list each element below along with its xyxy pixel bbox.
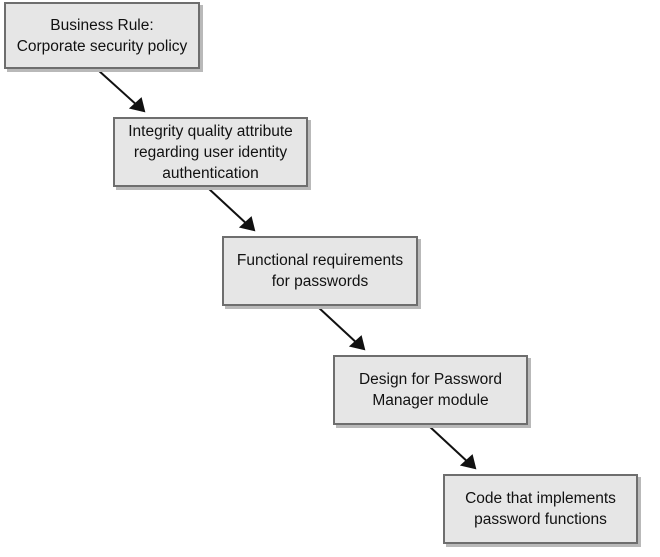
box-line: Manager module (372, 392, 489, 409)
box-line: Functional requirements (236, 252, 404, 269)
integrity-attribute-box: Integrity quality attribute regarding us… (113, 117, 308, 187)
box-line: for passwords (271, 273, 369, 290)
box-line: Business Rule: (50, 16, 154, 34)
business-rule-box: Business Rule: Corporate security policy (4, 2, 200, 69)
connector-arrow (97, 69, 146, 113)
box-line: Design for Password (358, 371, 502, 388)
design-box: Design for Password Manager module (333, 355, 528, 425)
functional-requirements-box: Functional requirements for passwords (222, 236, 418, 306)
box-line: Corporate security policy (16, 37, 188, 55)
box-line: password functions (474, 511, 607, 528)
box-line: authentication (162, 164, 259, 182)
connector-arrow (317, 306, 366, 351)
box-line: regarding user identity (133, 143, 288, 161)
connector-arrow (207, 187, 256, 232)
code-box: Code that implements password functions (443, 474, 638, 544)
box-line: Code that implements (465, 490, 616, 507)
box-line: Integrity quality attribute (128, 122, 293, 140)
connector-arrow (428, 425, 477, 470)
